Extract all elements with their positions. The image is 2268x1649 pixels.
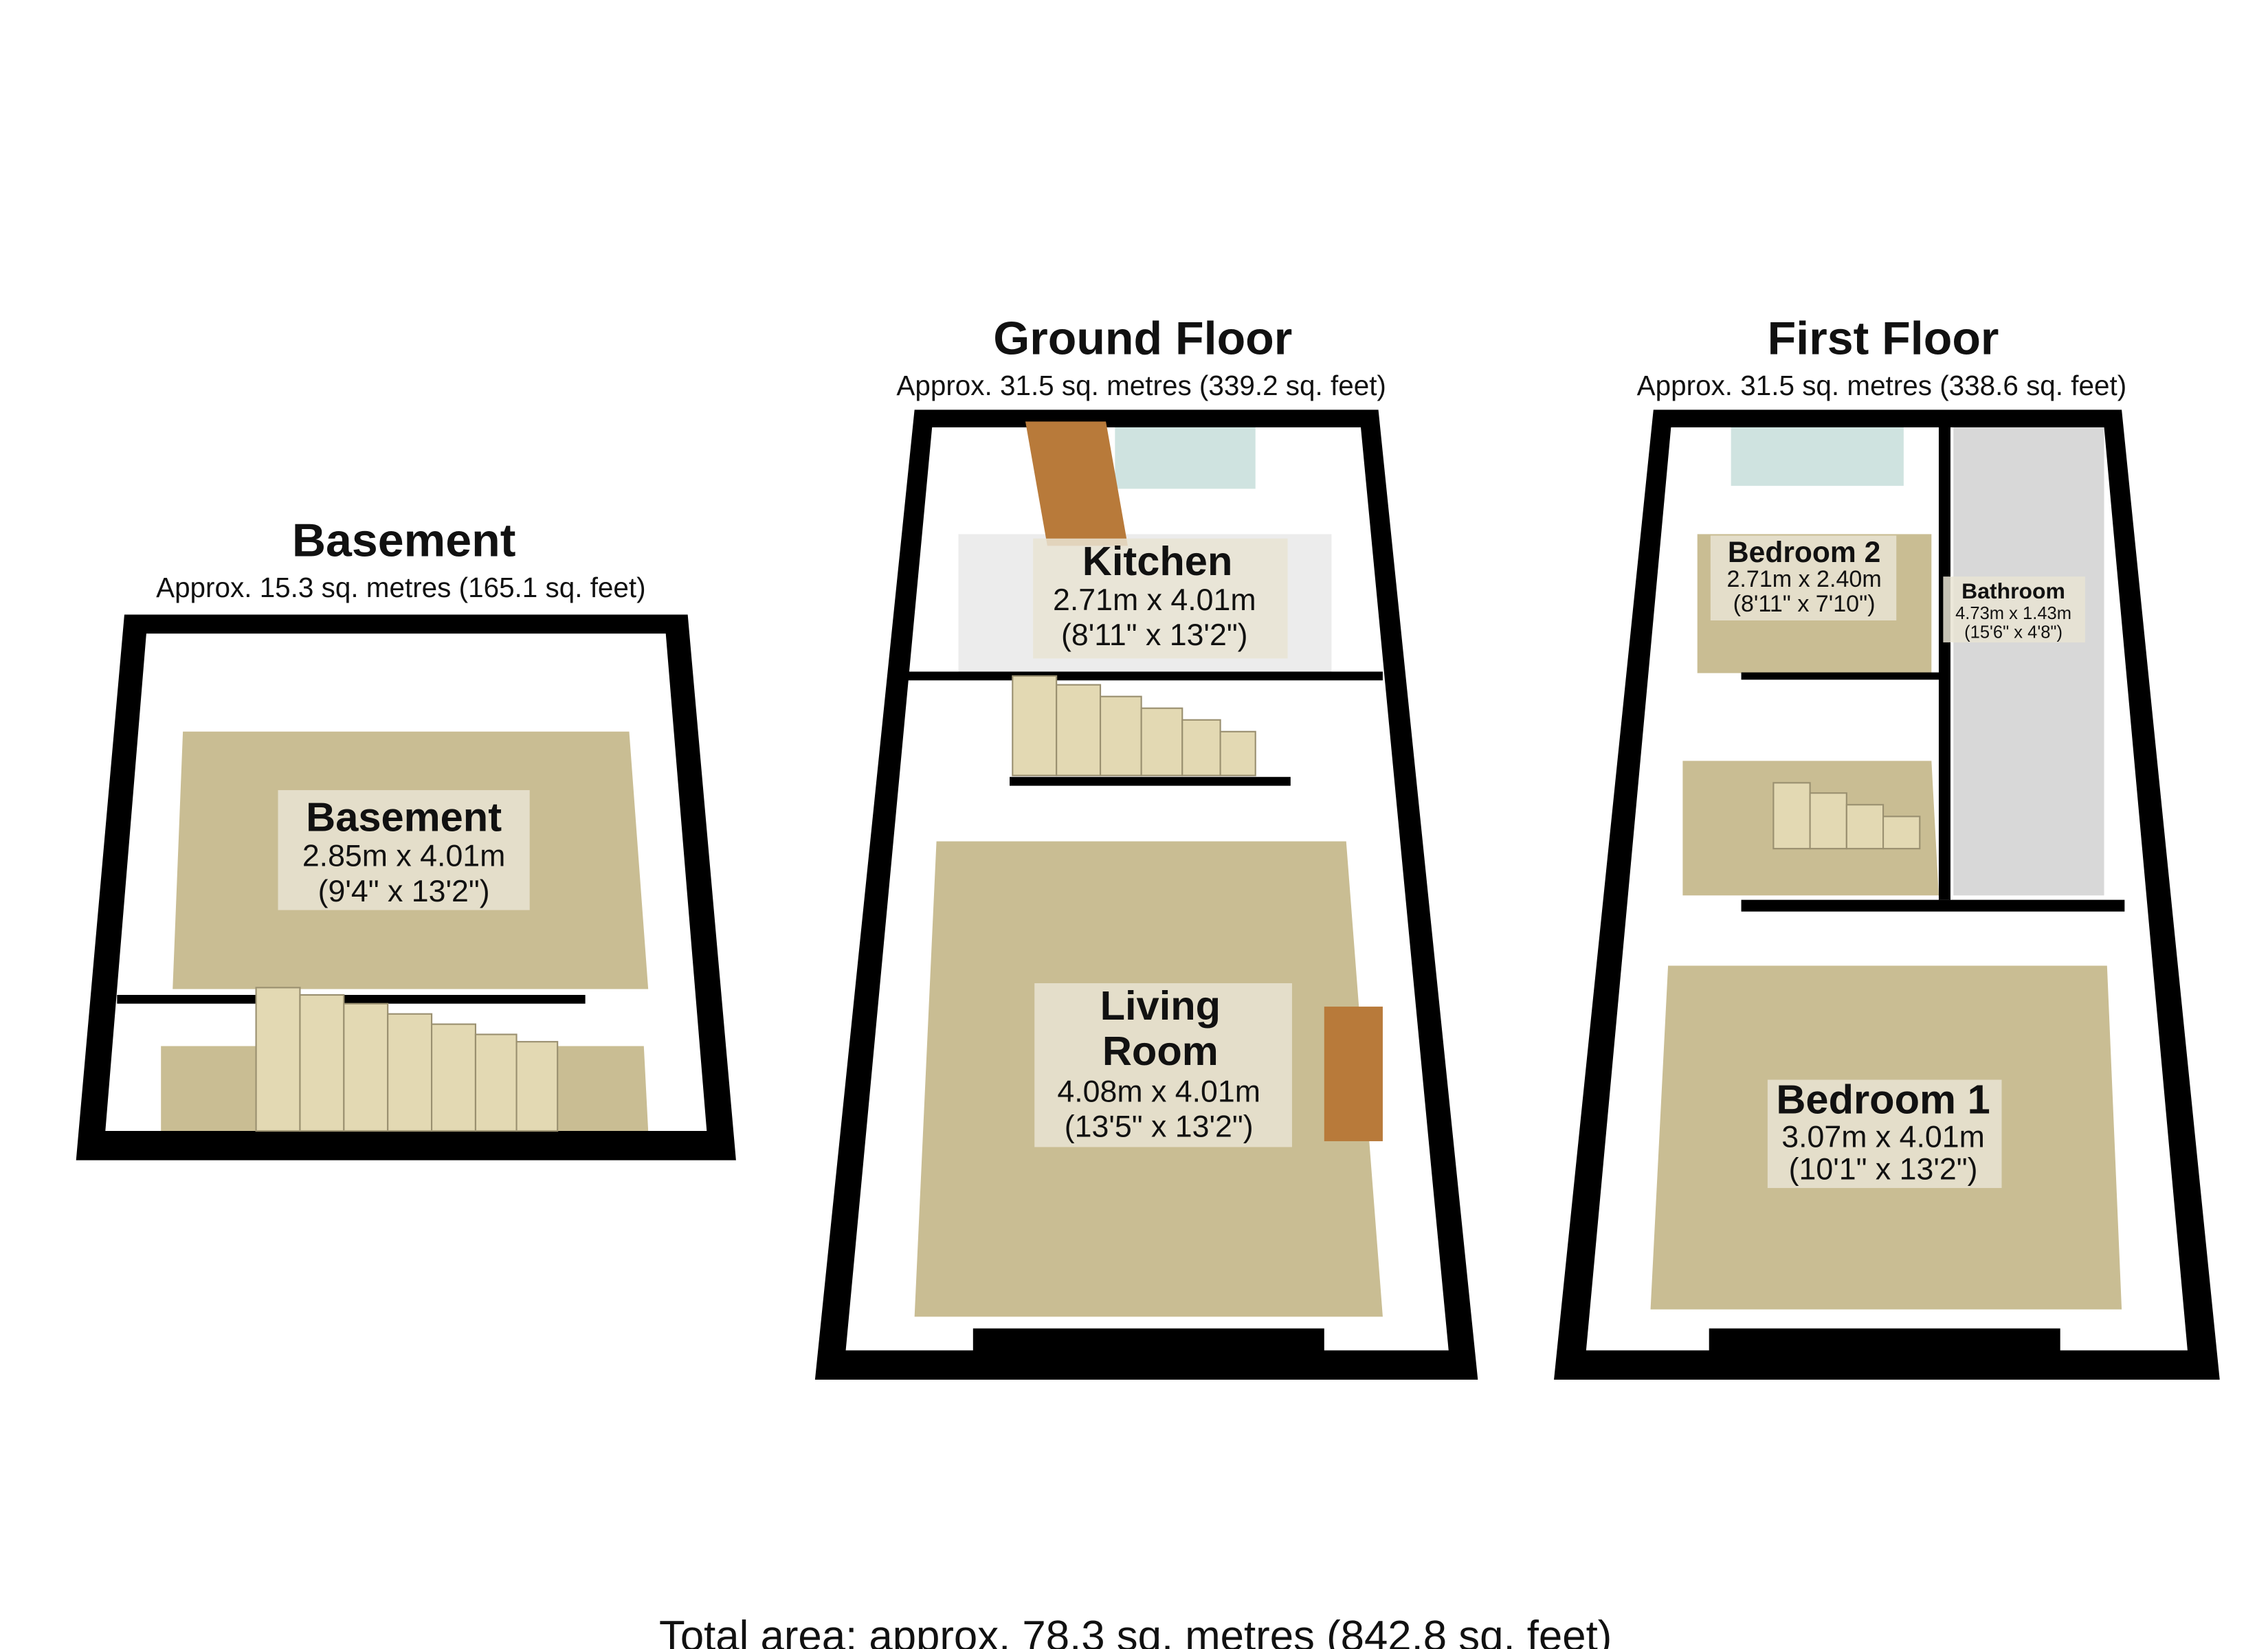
room-imperial-bathroom: (15'6" x 4'8") <box>1964 623 2063 642</box>
stairs <box>1012 675 1256 776</box>
room-imperial-bedroom-2: (8'11" x 7'10") <box>1733 591 1876 617</box>
room-metric-basement: 2.85m x 4.01m <box>302 840 506 873</box>
room-name-living-1: Living <box>1100 983 1221 1029</box>
stairs <box>1772 782 1921 850</box>
room-name-bathroom: Bathroom <box>1961 579 2065 603</box>
room-imperial-living: (13'5" x 13'2") <box>1065 1110 1254 1144</box>
floor-area-basement: Approx. 15.3 sq. metres (165.1 sq. feet) <box>156 572 646 603</box>
ground-floor-plan <box>814 410 1478 1380</box>
floor-area-first: Approx. 31.5 sq. metres (338.6 sq. feet) <box>1637 370 2127 401</box>
fireplace <box>1324 1007 1383 1141</box>
floor-area-ground: Approx. 31.5 sq. metres (339.2 sq. feet) <box>896 370 1386 401</box>
floor-title-first: First Floor <box>1768 313 1999 365</box>
floor-title-basement: Basement <box>292 514 516 566</box>
room-metric-bathroom: 4.73m x 1.43m <box>1955 604 2071 623</box>
room-imperial-kitchen: (8'11" x 13'2") <box>1061 618 1248 652</box>
room-metric-bedroom-2: 2.71m x 2.40m <box>1726 566 1881 592</box>
room-name-kitchen: Kitchen <box>1082 538 1233 584</box>
room-imperial-basement: (9'4" x 13'2") <box>318 875 490 908</box>
stairs <box>255 987 559 1132</box>
room-name-living-2: Room <box>1102 1028 1219 1074</box>
room-name-basement: Basement <box>306 794 502 840</box>
window <box>1115 427 1256 489</box>
first-floor-plan <box>1554 410 2220 1380</box>
total-area: Total area: approx. 78.3 sq. metres (842… <box>659 1613 1612 1649</box>
room-name-bedroom-2: Bedroom 2 <box>1728 536 1880 569</box>
room-metric-kitchen: 2.71m x 4.01m <box>1053 583 1256 617</box>
room-imperial-bedroom-1: (10'1" x 13'2") <box>1789 1152 1978 1186</box>
front-door <box>1025 421 1128 546</box>
basement-plan <box>76 614 736 1160</box>
room-name-bedroom-1: Bedroom 1 <box>1776 1076 1990 1122</box>
window <box>1731 427 1904 486</box>
floor-title-ground: Ground Floor <box>993 313 1292 365</box>
room-metric-bedroom-1: 3.07m x 4.01m <box>1781 1120 1985 1154</box>
room-metric-living: 4.08m x 4.01m <box>1057 1075 1260 1108</box>
